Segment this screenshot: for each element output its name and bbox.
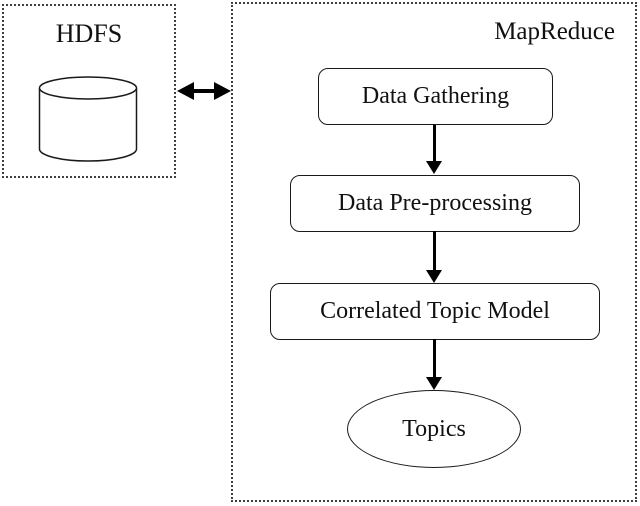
arrow-shaft	[432, 339, 436, 377]
arrow-shaft	[194, 88, 214, 93]
hdfs-title: HDFS	[55, 19, 123, 48]
step-label: Data Gathering	[361, 83, 510, 109]
mapreduce-title: MapReduce	[494, 18, 615, 45]
arrowhead-down	[426, 270, 442, 283]
bidirectional-arrow-icon	[177, 81, 231, 100]
step-label: Correlated Topic Model	[320, 298, 550, 324]
step-correlated-topic-model: Correlated Topic Model	[270, 283, 600, 340]
down-arrow-icon	[426, 339, 442, 390]
step-data-gathering: Data Gathering	[318, 68, 553, 125]
down-arrow-icon	[426, 231, 442, 283]
output-topics-ellipse: Topics	[347, 390, 521, 468]
step-label: Data Pre-processing	[338, 190, 532, 216]
arrow-shaft	[432, 125, 436, 161]
step-data-pre-processing: Data Pre-processing	[290, 175, 580, 232]
database-cylinder-icon	[38, 76, 138, 162]
arrowhead-down	[426, 161, 442, 174]
down-arrow-icon	[426, 125, 442, 174]
output-label: Topics	[402, 415, 466, 442]
arrowhead-right	[214, 81, 231, 100]
arrow-shaft	[432, 231, 436, 270]
arrowhead-down	[426, 377, 442, 390]
arrowhead-left	[177, 81, 194, 100]
